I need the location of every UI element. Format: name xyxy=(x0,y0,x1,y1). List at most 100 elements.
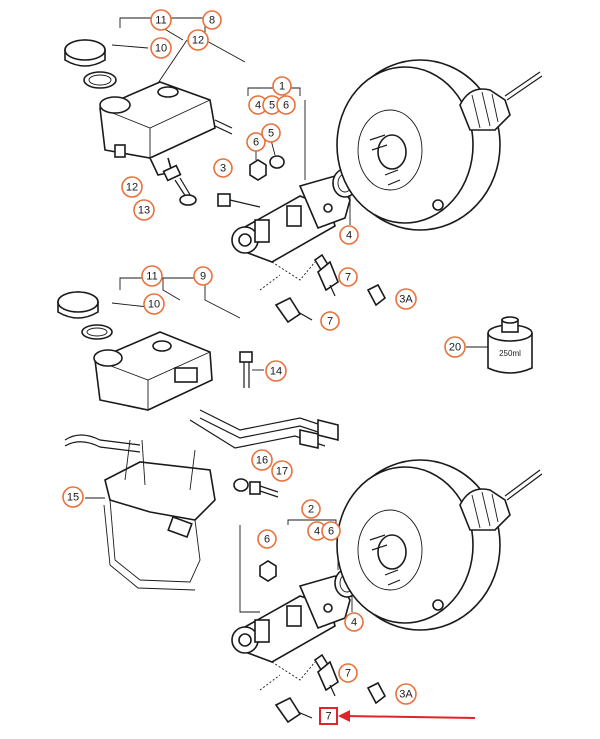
callout-12-top: 12 xyxy=(121,176,143,198)
callout-ring xyxy=(121,176,143,198)
callout-ring xyxy=(265,360,287,382)
callout-label: 13 xyxy=(138,205,150,217)
callout-6-bottom: 6 xyxy=(257,529,277,549)
callout-label: 11 xyxy=(155,15,166,27)
callout-6-top-group: 6 xyxy=(276,95,296,115)
callout-label: 12 xyxy=(192,35,204,47)
callout-3: 3 xyxy=(213,158,233,178)
callout-label: 5 xyxy=(268,128,274,140)
callout-ring xyxy=(141,265,163,287)
callout-17: 17 xyxy=(271,460,293,482)
callout-ring xyxy=(271,460,293,482)
callout-label: 8 xyxy=(209,15,215,27)
callout-label: 4 xyxy=(255,100,261,112)
callout-4-top: 4 xyxy=(339,225,359,245)
callout-label: 4 xyxy=(314,526,320,538)
callout-ring xyxy=(246,132,266,152)
callout-ring xyxy=(276,95,296,115)
bracket-line-2-left xyxy=(239,525,260,613)
callout-10-top: 10 xyxy=(150,37,172,59)
callout-6-bottom-group: 6 xyxy=(321,521,341,541)
callout-ring xyxy=(202,10,222,30)
callout-ring xyxy=(150,37,172,59)
callout-11-bottom: 11 xyxy=(141,265,163,287)
callout-6-top: 6 xyxy=(246,132,266,152)
callout-ring xyxy=(344,612,364,632)
screw-3 xyxy=(217,193,261,208)
callout-label: 1 xyxy=(279,81,285,93)
highlight-arrow xyxy=(338,710,476,722)
nut-bottom xyxy=(259,560,277,582)
callout-16: 16 xyxy=(251,449,273,471)
highlighted-part-label: 7 xyxy=(325,711,331,723)
callout-label: 5 xyxy=(269,100,275,112)
sensor-7-bottom-b xyxy=(274,696,313,724)
callout-ring xyxy=(261,123,281,143)
callout-label: 11 xyxy=(146,271,157,283)
callout-8: 8 xyxy=(202,10,222,30)
callout-ring xyxy=(150,9,172,31)
callout-2: 2 xyxy=(301,499,321,519)
callout-ring xyxy=(143,293,165,315)
top-assembly xyxy=(64,17,543,324)
plug-3a-bottom xyxy=(366,681,387,705)
callout-label: 9 xyxy=(200,271,206,283)
callout-ring xyxy=(257,529,277,549)
callout-ring xyxy=(193,266,213,286)
brake-booster-bottom xyxy=(336,459,543,631)
highlighted-part-callout: 7 xyxy=(319,707,338,725)
dashed-bottom-b xyxy=(259,674,281,691)
callout-7-bottom-a: 7 xyxy=(338,663,358,683)
bolt-17 xyxy=(249,481,279,498)
dashed-top-b xyxy=(259,274,281,291)
brake-fluid-can: 250ml xyxy=(487,316,533,374)
sensor-7-bottom-a xyxy=(313,653,339,697)
callout-12-top-bracket: 12 xyxy=(187,29,209,51)
leader-10-top xyxy=(111,44,149,49)
sensor-7-top-a xyxy=(313,253,339,297)
bracket-line-2 xyxy=(287,519,337,525)
callout-label: 3A xyxy=(399,294,413,306)
callout-ring xyxy=(321,521,341,541)
callout-label: 10 xyxy=(148,299,160,311)
callout-label: 3A xyxy=(399,689,413,701)
callout-label: 14 xyxy=(270,366,282,378)
bottom-assembly: 250ml xyxy=(57,277,543,724)
callout-label: 6 xyxy=(253,137,259,149)
callout-9: 9 xyxy=(193,266,213,286)
bolt-14 xyxy=(239,351,253,388)
callout-label: 17 xyxy=(276,466,288,478)
callout-13: 13 xyxy=(133,199,155,221)
master-cylinder-bottom xyxy=(231,575,351,663)
callout-ring xyxy=(338,267,358,287)
callout-3a-bottom: 3A xyxy=(395,683,417,705)
seal-ring-top-inner xyxy=(88,74,112,86)
callout-label: 4 xyxy=(351,617,357,629)
seal-ring-top xyxy=(83,71,117,89)
callout-ring xyxy=(395,683,417,705)
sensor-7-top-b xyxy=(274,296,313,324)
callout-15: 15 xyxy=(62,486,84,508)
dashed-bottom-a xyxy=(271,661,316,681)
callout-10-bottom: 10 xyxy=(143,293,165,315)
callout-ring xyxy=(251,449,273,471)
brake-booster-top xyxy=(336,59,543,231)
callout-1: 1 xyxy=(272,76,292,96)
callout-ring xyxy=(444,336,466,358)
callout-label: 7 xyxy=(345,272,351,284)
washer-16 xyxy=(233,478,249,492)
brake-pipes xyxy=(64,409,339,453)
bolt-top xyxy=(162,164,197,206)
callout-ring xyxy=(301,499,321,519)
seal-ring-bottom xyxy=(81,324,113,340)
callout-ring xyxy=(339,225,359,245)
callout-ring xyxy=(62,486,84,508)
callout-11-top: 11 xyxy=(150,9,172,31)
callout-label: 3 xyxy=(220,163,226,175)
callout-label: 4 xyxy=(346,230,352,242)
leader-10-bottom xyxy=(111,302,149,308)
callout-5-top: 5 xyxy=(261,123,281,143)
mounting-bracket-15 xyxy=(103,439,216,591)
